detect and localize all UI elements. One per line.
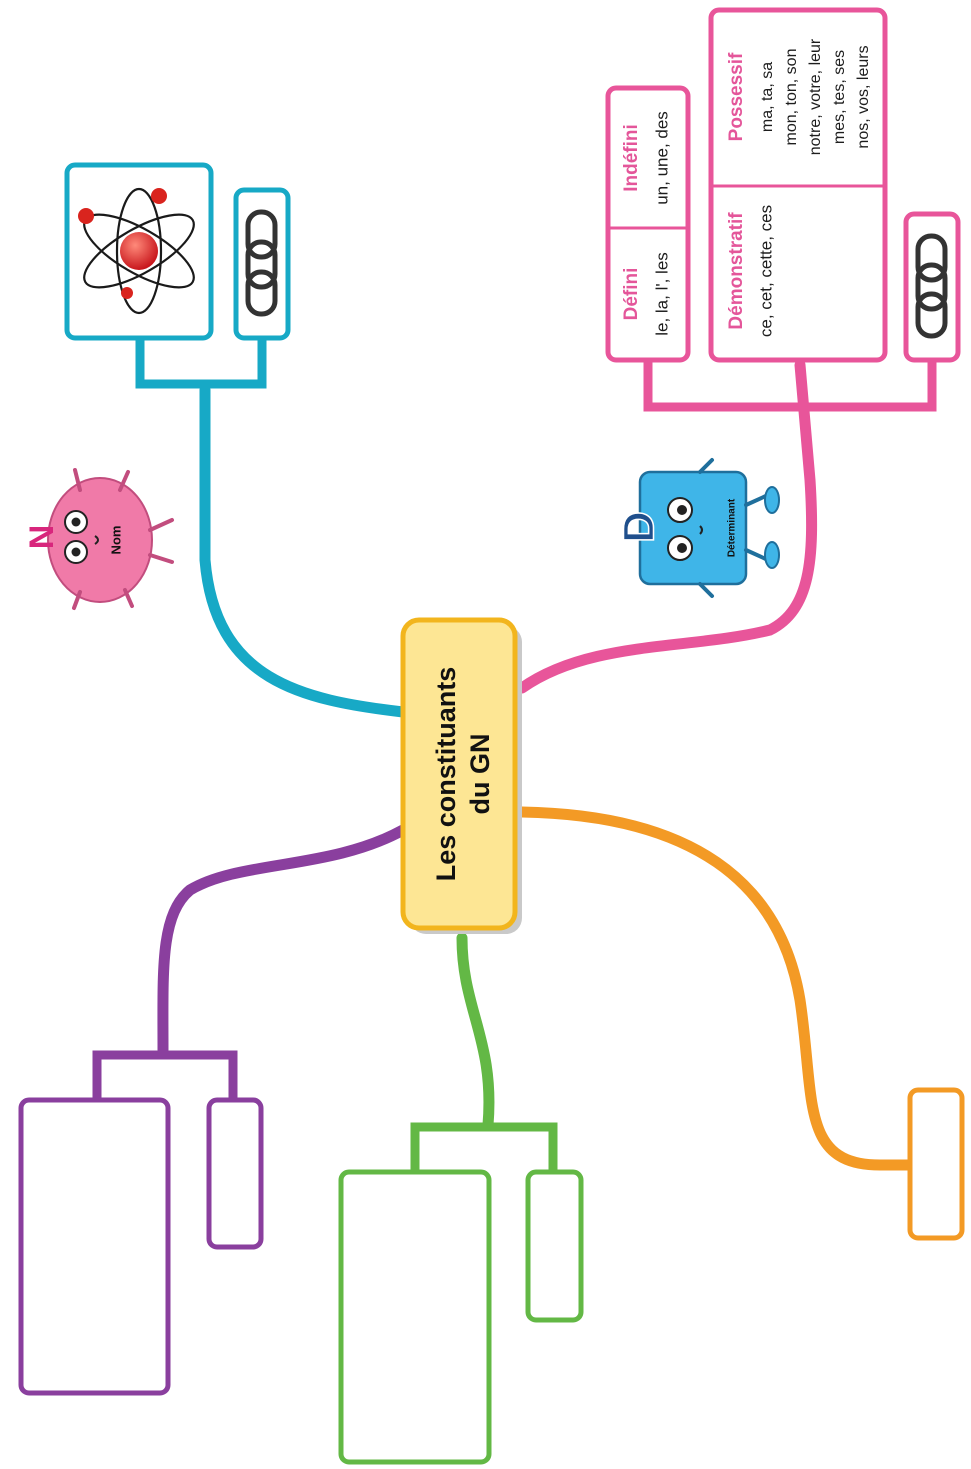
defini-items: le, la, l', les [652, 252, 671, 336]
indefini-title: Indéfini [621, 124, 642, 192]
atom-icon [78, 187, 195, 315]
possessif-line-2: mon, ton, son [783, 49, 800, 146]
nom-atom-box [64, 162, 214, 341]
purple-empty-box-small[interactable] [206, 1097, 264, 1250]
green-bracket [410, 1122, 558, 1177]
possessif-line-3: notre, votre, leur [807, 38, 824, 155]
determinant-bracket [643, 357, 937, 412]
possessif-title: Possessif [726, 52, 747, 141]
purple-branch-line [157, 824, 409, 1056]
chain-link-icon [915, 233, 948, 339]
center-node-box [400, 617, 518, 931]
determinant-chain-box [903, 211, 961, 363]
determinant-mascot: D Déterminant [614, 458, 780, 598]
determinant-mascot-label: Déterminant [727, 498, 738, 557]
green-empty-box-small[interactable] [525, 1169, 584, 1323]
nom-mascot: N Nom [23, 468, 174, 610]
demonstratif-title: Démonstratif [726, 212, 747, 330]
determinant-branch-line [516, 359, 818, 694]
determinant-mascot-letter: D [615, 511, 664, 543]
orange-empty-box[interactable] [907, 1087, 965, 1241]
branch-connectors [92, 335, 937, 1177]
green-empty-box-large[interactable] [338, 1169, 492, 1465]
green-branch-line [456, 932, 495, 1131]
purple-empty-box-large[interactable] [18, 1097, 171, 1396]
purple-bracket [92, 1050, 238, 1105]
center-node[interactable]: Les constituants du GN [400, 617, 522, 934]
nom-mascot-letter: N [23, 525, 61, 550]
center-title-line2: du GN [465, 734, 495, 815]
possessif-line-5: nos, vos, leurs [855, 45, 872, 148]
indefini-items: un, une, des [652, 111, 671, 205]
demonstratif-items: ce, cet, cette, ces [756, 205, 775, 337]
orange-branch-line [516, 806, 916, 1171]
chain-link-icon [245, 209, 278, 317]
possessif-line-4: mes, tes, ses [831, 50, 848, 144]
articles-box: Défini le, la, l', les Indéfini un, une,… [605, 85, 691, 363]
nom-mascot-label: Nom [108, 526, 123, 555]
defini-title: Défini [621, 268, 642, 321]
nom-branch-line [199, 384, 409, 718]
nom-chain-box [233, 187, 291, 341]
center-title-line1: Les constituants [431, 667, 461, 882]
demonstratif-possessif-box: Démonstratif ce, cet, cette, ces Possess… [708, 7, 888, 363]
possessif-line-1: ma, ta, sa [759, 62, 776, 132]
nom-bracket [135, 335, 267, 389]
